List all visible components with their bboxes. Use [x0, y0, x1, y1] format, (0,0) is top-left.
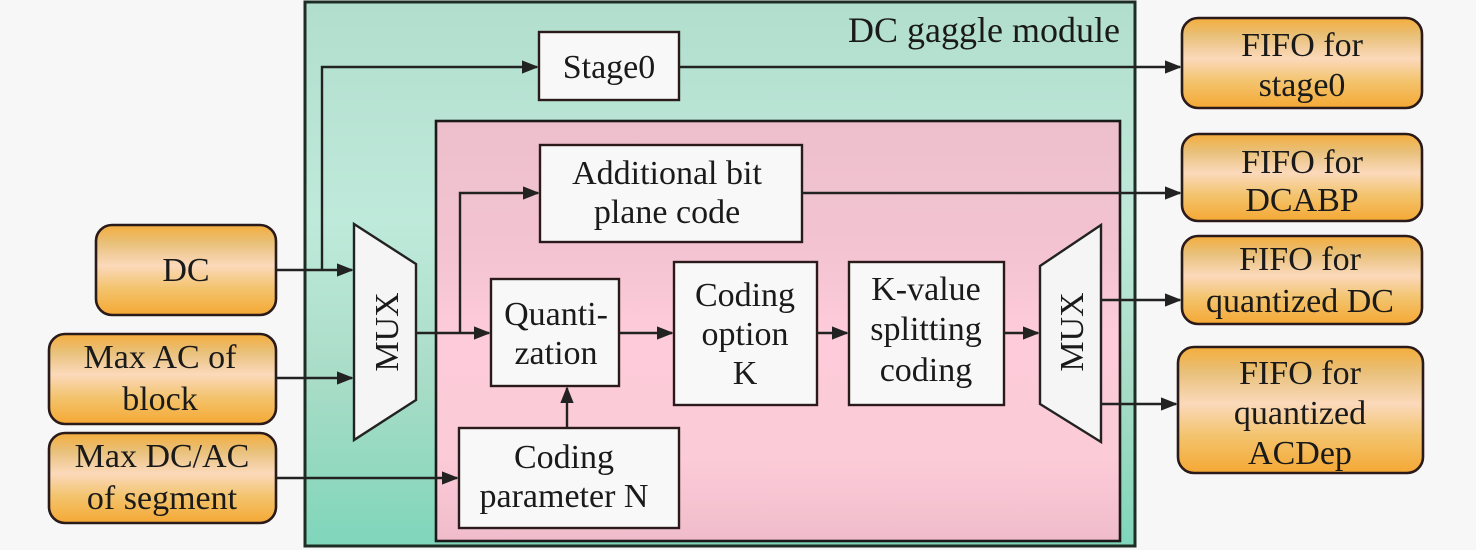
fifo-dcabp-line1: FIFO for — [1241, 144, 1364, 181]
fifo-quantized-dc-line1: FIFO for — [1239, 241, 1362, 278]
stage0-block: Stage0 — [537, 30, 681, 102]
input-max-dcac-segment-line1: Max DC/AC — [75, 438, 250, 475]
coding-option-line3: K — [733, 355, 758, 392]
additional-bit-plane-line1: Additional bit — [572, 155, 762, 192]
fifo-quantized-acdep-line3: ACDep — [1248, 435, 1352, 472]
fifo-stage0-line1: FIFO for — [1241, 27, 1364, 64]
coding-option-line1: Coding — [695, 277, 795, 314]
quantization-block: Quanti- zation — [489, 277, 621, 388]
input-dc: DC — [94, 223, 278, 317]
fifo-dcabp-line2: DCABP — [1245, 182, 1358, 219]
coding-option-line2: option — [702, 316, 789, 353]
fifo-quantized-acdep-line2: quantized — [1234, 395, 1366, 432]
quantization-line1: Quanti- — [504, 296, 608, 333]
mux-left: MUX — [352, 221, 418, 443]
k-value-line3: coding — [880, 352, 973, 389]
input-max-dcac-segment: Max DC/AC of segment — [47, 431, 278, 525]
input-max-dcac-segment-line2: of segment — [87, 480, 238, 517]
input-max-ac-block-line1: Max AC of — [84, 339, 238, 376]
output-fifo-quantized-acdep: FIFO for quantized ACDep — [1176, 345, 1425, 475]
additional-bit-plane-line2: plane code — [594, 194, 740, 231]
k-value-line1: K-value — [871, 271, 981, 308]
fifo-quantized-acdep-line1: FIFO for — [1239, 355, 1362, 392]
module-title: DC gaggle module — [848, 10, 1120, 50]
input-dc-label: DC — [162, 252, 209, 289]
coding-option-block: Coding option K — [672, 260, 819, 407]
k-value-block: K-value splitting coding — [847, 260, 1006, 407]
output-fifo-dcabp: FIFO for DCABP — [1180, 132, 1424, 223]
quantization-line2: zation — [514, 335, 597, 372]
fifo-stage0-line2: stage0 — [1259, 67, 1346, 104]
fifo-quantized-dc-line2: quantized DC — [1206, 283, 1394, 320]
coding-parameter-line1: Coding — [514, 439, 614, 476]
wire-mux-to-abp — [458, 186, 540, 333]
k-value-line2: splitting — [870, 311, 981, 348]
mux-left-label: MUX — [369, 292, 406, 371]
mux-right: MUX — [1038, 222, 1103, 445]
output-fifo-stage0: FIFO for stage0 — [1180, 16, 1424, 110]
additional-bit-plane-block: Additional bit plane code — [538, 143, 804, 244]
coding-parameter-block: Coding parameter N — [457, 426, 681, 530]
input-max-ac-block-line2: block — [122, 381, 198, 418]
coding-parameter-line2: parameter N — [480, 478, 649, 515]
wire-dc-to-stage0 — [320, 60, 539, 270]
mux-right-label: MUX — [1054, 292, 1091, 371]
output-fifo-quantized-dc: FIFO for quantized DC — [1180, 234, 1424, 326]
connections — [276, 60, 1182, 485]
stage0-label: Stage0 — [563, 49, 656, 86]
input-max-ac-block: Max AC of block — [47, 332, 278, 426]
